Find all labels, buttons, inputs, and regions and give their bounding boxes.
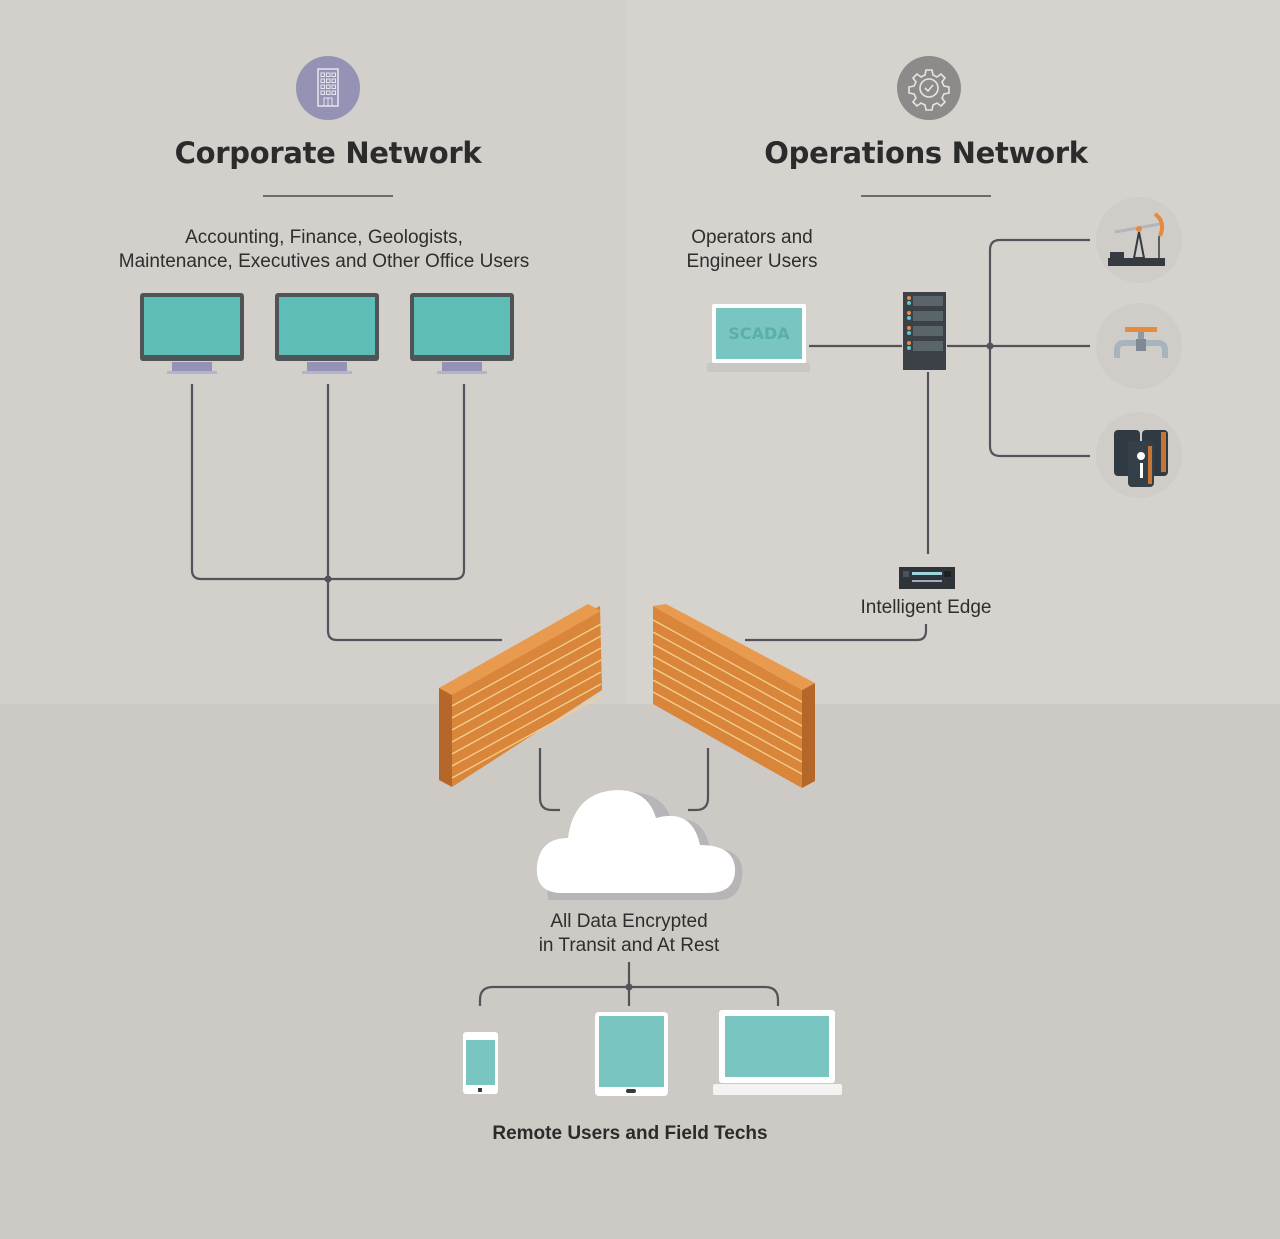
assets-junction-node bbox=[986, 342, 994, 350]
firewall-to-cloud-lines bbox=[538, 748, 710, 812]
operations-users-line1: Operators and bbox=[691, 227, 813, 248]
corporate-junction-node bbox=[324, 575, 332, 583]
tablet-icon bbox=[595, 1012, 668, 1096]
corporate-connection-lines bbox=[190, 384, 502, 642]
operations-title-divider bbox=[861, 195, 991, 197]
gear-check-icon bbox=[908, 69, 950, 111]
pipeline-valve-icon bbox=[1096, 303, 1182, 389]
remote-junction-node bbox=[625, 983, 633, 991]
scada-label: SCADA bbox=[728, 324, 790, 343]
corporate-users-line1: Accounting, Finance, Geologists, bbox=[185, 227, 463, 248]
corporate-title-divider bbox=[263, 195, 393, 197]
operations-connection-lines bbox=[745, 238, 1090, 642]
asset-bus-line bbox=[988, 238, 1090, 458]
encryption-label: All Data Encrypted in Transit and At Res… bbox=[479, 910, 779, 958]
cloud-icon bbox=[536, 790, 743, 900]
left-firewall-cloud-line bbox=[538, 748, 560, 812]
operations-badge bbox=[897, 56, 961, 120]
intelligent-edge-label: Intelligent Edge bbox=[860, 597, 992, 618]
scada-laptop bbox=[707, 304, 810, 372]
corporate-network-title: Corporate Network bbox=[174, 136, 482, 170]
remote-users-label: Remote Users and Field Techs bbox=[492, 1123, 768, 1144]
office-building-icon bbox=[317, 68, 339, 107]
firewall-right-icon bbox=[652, 604, 815, 788]
corporate-users-line2: Maintenance, Executives and Other Office… bbox=[118, 251, 530, 272]
storage-tanks-icon bbox=[1096, 412, 1182, 498]
firewall-left-icon bbox=[439, 604, 602, 787]
desktop-monitor bbox=[410, 293, 514, 374]
operations-users-line2: Engineer Users bbox=[686, 251, 818, 272]
operations-network-title: Operations Network bbox=[764, 136, 1088, 170]
right-firewall-cloud-line bbox=[688, 748, 710, 812]
smartphone-icon bbox=[463, 1032, 498, 1094]
corporate-users-label: Accounting, Finance, Geologists, Mainten… bbox=[74, 226, 574, 274]
encryption-label-line2: in Transit and At Rest bbox=[538, 935, 720, 956]
corporate-to-firewall-line bbox=[326, 384, 502, 642]
edge-to-firewall-line bbox=[745, 624, 928, 642]
server-rack-icon bbox=[903, 292, 946, 370]
encryption-label-line1: All Data Encrypted bbox=[550, 911, 708, 932]
pumpjack-icon bbox=[1096, 197, 1182, 283]
desktop-monitor bbox=[140, 293, 244, 374]
operations-users-label: Operators and Engineer Users bbox=[652, 226, 852, 274]
corporate-badge bbox=[296, 56, 360, 120]
desktop-monitor bbox=[275, 293, 379, 374]
remote-connection-lines bbox=[478, 962, 780, 1006]
laptop-icon bbox=[713, 1010, 842, 1095]
intelligent-edge-device-icon bbox=[899, 567, 955, 589]
